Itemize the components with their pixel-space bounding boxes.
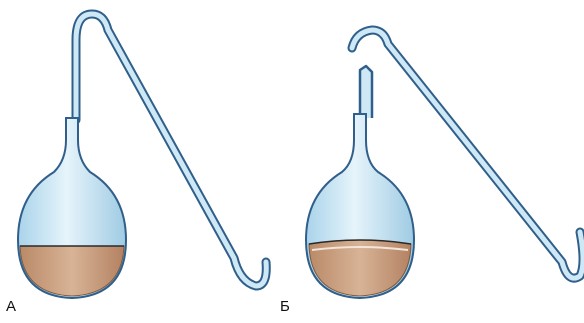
flask-a-label: А <box>6 298 16 315</box>
flask-b <box>306 30 583 298</box>
flask-b-neck-stub <box>360 66 372 118</box>
flask-a <box>18 14 266 298</box>
flask-b-label: Б <box>280 298 290 315</box>
flask-a-liquid <box>20 246 124 296</box>
